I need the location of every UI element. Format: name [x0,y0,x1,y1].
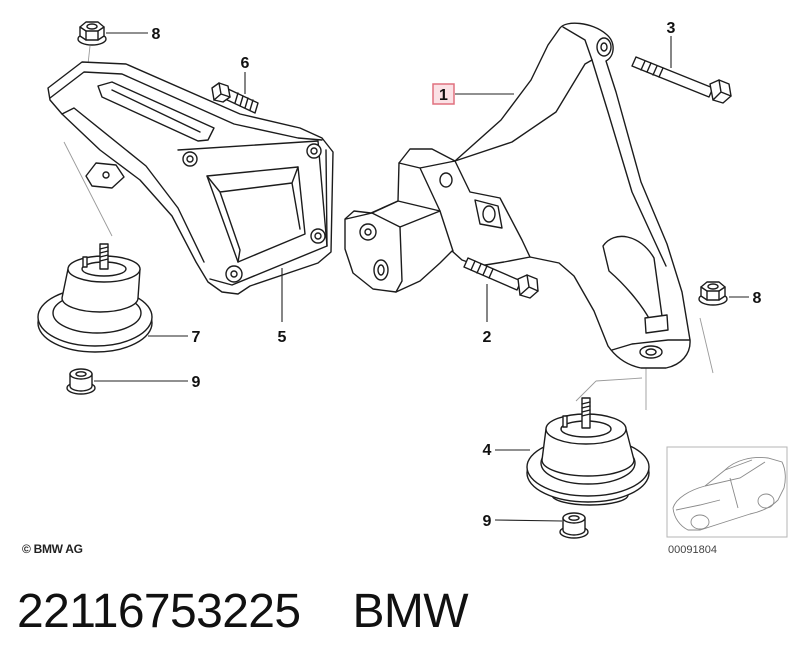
guide-line-bracket-to-nut-right [699,317,714,374]
bolt-threads [640,60,664,78]
engine-mount-left [37,243,153,353]
bracket-right-ear-face [562,26,593,61]
thumbnail-frame [666,446,788,538]
bracket-right-foot-edge [611,339,691,351]
callout-9-bottom: 9 [483,513,492,530]
nut-bore [707,283,719,290]
bracket-right-mid-hole [482,205,496,223]
nut-hex-edges [706,290,720,301]
guide-line-nut-to-bracket [87,45,91,65]
hex-flange-nut-right [698,281,728,306]
construction-lines [63,45,714,410]
callout-4: 4 [483,442,492,459]
bolt-head-edges [712,79,732,101]
bracket-right-arm-crease [591,59,667,267]
callout-6: 6 [241,55,250,72]
bracket-right-foot-hole-inner [645,348,657,356]
mount-right-locating-pin [562,415,568,428]
bracket-left-slot-inner [111,89,201,133]
bracket-left-top-edge [49,71,323,141]
hex-bolt-3 [631,56,732,104]
bracket-right-foot-tab [644,314,669,334]
car-front-wheel [690,514,710,530]
copyright-text: © BMW AG [22,542,83,556]
guide-line-bracket-to-mount-right-diag [575,380,597,402]
leader-9-bottom [494,519,563,522]
listing-caption: 22116753225 BMW [17,584,469,640]
bracket-right-tower [398,160,456,212]
callout-8-top: 8 [152,26,161,43]
bracket-right-block-slot-inner [377,264,385,276]
callout-5: 5 [278,329,287,346]
mount-left-stud-threads [99,246,109,262]
collar-nut-bore [568,515,580,521]
bracket-right-mid-face [454,160,531,258]
vehicle-thumbnail [666,446,788,538]
mount-right-stud-threads [581,401,591,417]
bolt-shank [631,56,714,98]
car-sketch [672,457,786,531]
brand-name: BMW [352,585,469,638]
hex-flange-nut-top-left [77,21,107,46]
figure-id: 00091804 [668,544,717,556]
bracket-right-block-hole-inner [364,228,372,236]
bracket-left-side-flange [325,149,328,247]
bracket-left-hole-inner [186,155,194,163]
car-front-detail [675,499,721,511]
mount-left-locating-pin [82,256,88,268]
car-door-line [729,477,739,509]
guide-line-bracket-to-mount-left [63,141,113,237]
bolt-head-edges [519,274,539,296]
parts-diagram: 8 6 1 3 7 5 2 8 9 4 9 © BMW AG 00091804 [22,20,788,556]
bracket-right-ear-hole-inner [600,42,608,52]
bracket-right-sloping-face [454,59,593,162]
car-body [672,457,786,531]
bracket-left-hole-inner [314,232,322,240]
collar-nut-bottom [559,512,589,539]
engine-support-bracket-right [344,22,691,369]
hex-bolt-6 [211,82,259,114]
bracket-left-hole-inner [230,270,238,278]
nut-hex-edges [85,30,99,41]
callout-1-highlight-box [432,83,455,105]
collar-nut-left [66,368,96,395]
part-number: 22116753225 [17,585,301,638]
callout-9-left: 9 [192,374,201,391]
bracket-left-opening-depth [206,166,301,263]
collar-nut-bore [75,371,87,377]
callout-8-right: 8 [753,290,762,307]
car-rear-wheel [757,493,775,509]
callout-2: 2 [483,329,492,346]
bracket-right-tower-hole [439,172,453,188]
mount-right-stud [581,397,591,429]
bracket-left-arm-crease [61,107,205,263]
bolt-threads [470,260,494,279]
bolt-threads [234,92,254,111]
callout-3: 3 [667,20,676,37]
hex-bolt-2 [463,257,539,299]
bolt-shank [463,257,522,291]
bolt-head-edges [213,82,231,101]
bracket-left-hole-inner [310,147,318,155]
engine-support-bracket-left [47,61,334,295]
callout-1: 1 [439,87,448,104]
car-windshield [704,461,766,487]
bracket-right-outline [344,22,691,369]
car-roofline [724,459,753,471]
nut-bore [86,23,98,30]
engine-mount-right [526,397,650,506]
callout-7: 7 [192,329,201,346]
leader-lines [94,32,749,522]
bracket-left-tab-hole [102,171,110,179]
guide-line-bracket-to-mount-right [595,377,643,382]
